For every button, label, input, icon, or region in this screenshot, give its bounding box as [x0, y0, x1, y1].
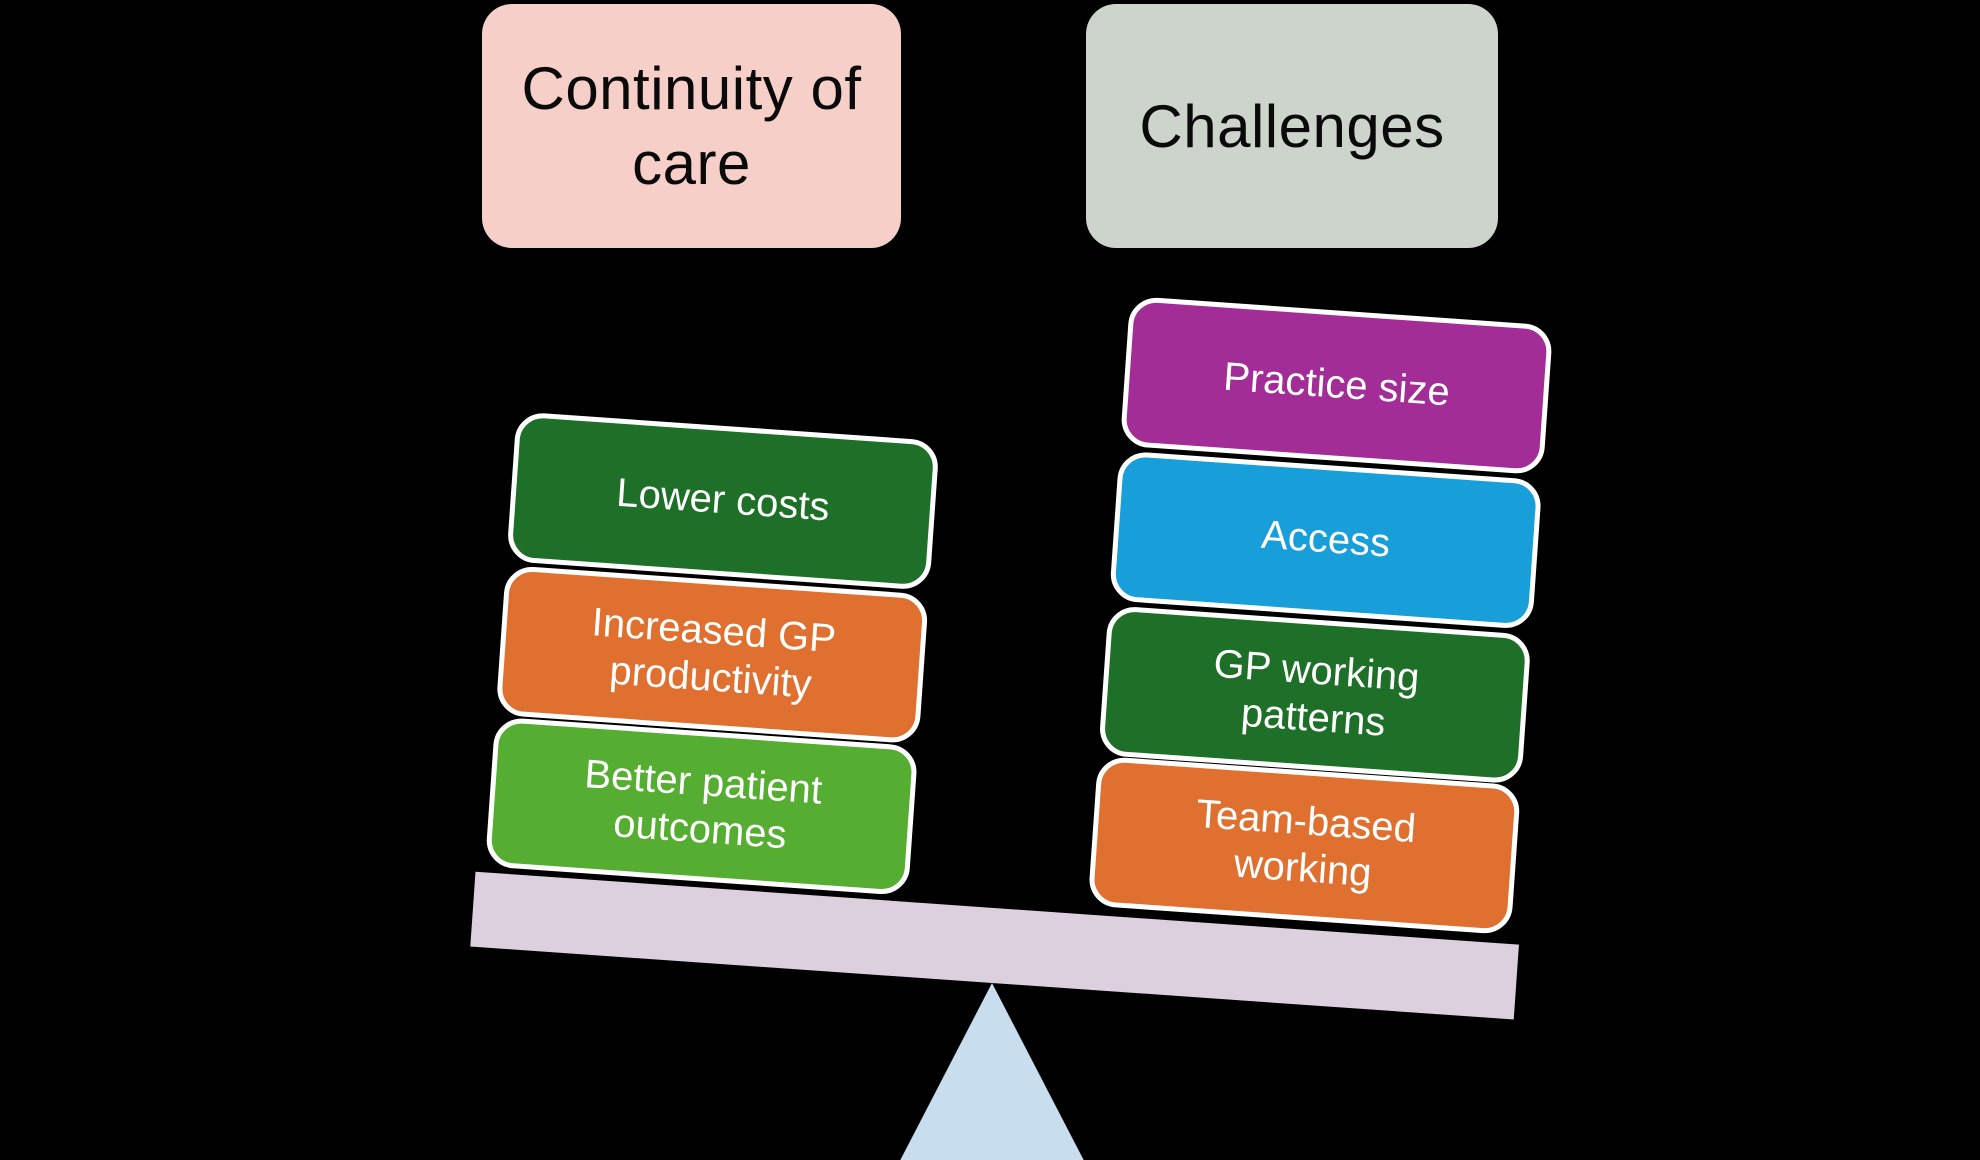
- benefit-label: Lower costs: [615, 471, 831, 530]
- benefit-box-better-patient-outcomes: Better patient outcomes: [484, 716, 919, 896]
- challenge-label: Team-based working: [1194, 791, 1418, 896]
- challenge-box-practice-size: Practice size: [1119, 295, 1554, 476]
- header-challenges: Challenges: [1086, 4, 1498, 248]
- challenge-label: GP working patterns: [1212, 641, 1421, 745]
- benefit-label: Better patient outcomes: [583, 751, 824, 858]
- challenge-box-gp-working-patterns: GP working patterns: [1098, 605, 1532, 785]
- challenge-label: Practice size: [1221, 355, 1452, 415]
- header-challenges-label: Challenges: [1139, 92, 1445, 160]
- header-continuity-label: Continuity of care: [521, 55, 862, 197]
- challenge-box-access: Access: [1108, 450, 1543, 630]
- challenge-label: Access: [1259, 513, 1392, 567]
- benefit-box-lower-costs: Lower costs: [506, 411, 940, 591]
- header-continuity-of-care: Continuity of care: [482, 4, 901, 248]
- benefit-box-increased-gp-productivity: Increased GP productivity: [495, 565, 929, 745]
- benefit-label: Increased GP productivity: [590, 600, 838, 707]
- challenge-box-team-based-working: Team-based working: [1087, 755, 1522, 936]
